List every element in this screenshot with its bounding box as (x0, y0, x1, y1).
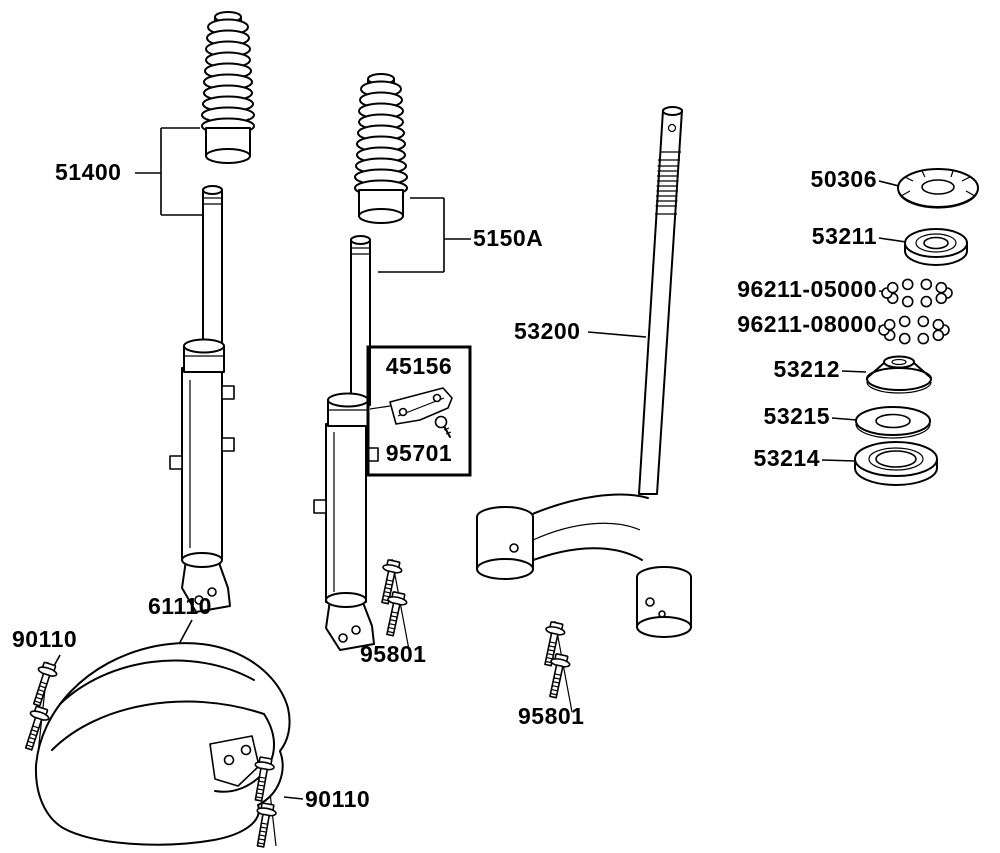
part-label-61110: 61110 (148, 593, 212, 619)
part-label-96211-05000: 96211-05000 (737, 276, 877, 302)
part-label-95701: 95701 (385, 440, 453, 466)
fender-61110-drawing (34, 642, 291, 846)
part-label-53215: 53215 (763, 403, 830, 429)
race-53214-drawing (854, 441, 938, 486)
part-label-53214: 53214 (753, 445, 820, 471)
part-label-51400: 51400 (55, 159, 122, 185)
part-label-90110-lower: 90110 (305, 786, 371, 812)
part-label-53200: 53200 (514, 318, 581, 344)
washer-53215-drawing (855, 406, 931, 439)
part-label-96211-08000: 96211-08000 (737, 311, 877, 337)
part-label-90110-upper: 90110 (12, 626, 78, 652)
part-label-95801-left: 95801 (360, 641, 427, 667)
steering-stem-drawing (476, 106, 692, 638)
part-label-50306: 50306 (810, 166, 877, 192)
part-label-53212: 53212 (773, 356, 840, 382)
screw-95701-drawing (434, 415, 452, 438)
part-label-45156: 45156 (385, 353, 453, 379)
fork-middle-drawing (313, 73, 408, 651)
part-label-5150A: 5150A (473, 225, 544, 251)
steel-balls-96211-08000-drawing (878, 315, 950, 345)
bolts-95801-right-drawing (537, 620, 573, 700)
cone-race-53212-drawing (866, 355, 932, 394)
part-label-53211: 53211 (811, 223, 877, 249)
fork-left-drawing (169, 11, 255, 613)
part-label-95801-right: 95801 (518, 703, 585, 729)
nut-53211-drawing (904, 228, 968, 266)
bolts-95801-left-drawing (374, 558, 410, 638)
steel-balls-96211-05000-drawing (881, 278, 953, 308)
bracket-45156-drawing (369, 387, 453, 425)
bracket-45156-box (366, 345, 472, 477)
castle-nut-50306-drawing (897, 168, 979, 209)
